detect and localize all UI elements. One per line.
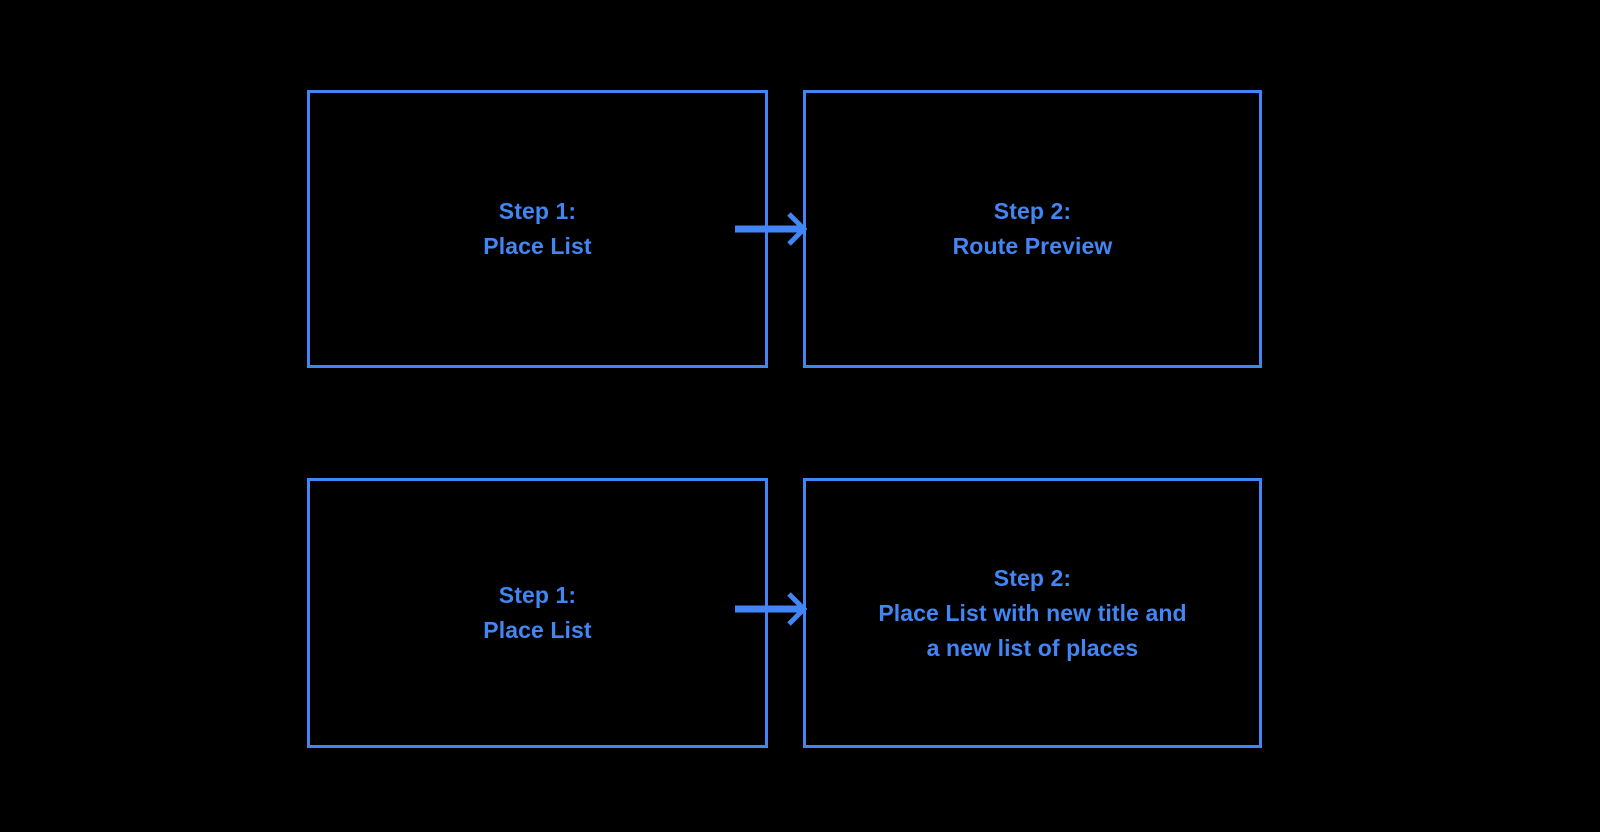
step-label-bottom-from: Step 1: Place List <box>483 582 592 643</box>
step-box-bottom-from[interactable]: Step 1: Place List <box>307 478 768 748</box>
step-box-top-to[interactable]: Step 2: Route Preview <box>803 90 1262 368</box>
flow-row-bottom: Step 1: Place List Step 2: Place List wi… <box>0 478 1600 748</box>
step-label-top-from: Step 1: Place List <box>483 198 592 259</box>
flow-row-top: Step 1: Place List Step 2: Route Preview <box>0 90 1600 368</box>
step-label-top-to: Step 2: Route Preview <box>952 198 1113 259</box>
step-label-bottom-to: Step 2: Place List with new title and a … <box>878 564 1187 661</box>
step-box-top-from[interactable]: Step 1: Place List <box>307 90 768 368</box>
step-box-bottom-to[interactable]: Step 2: Place List with new title and a … <box>803 478 1262 748</box>
